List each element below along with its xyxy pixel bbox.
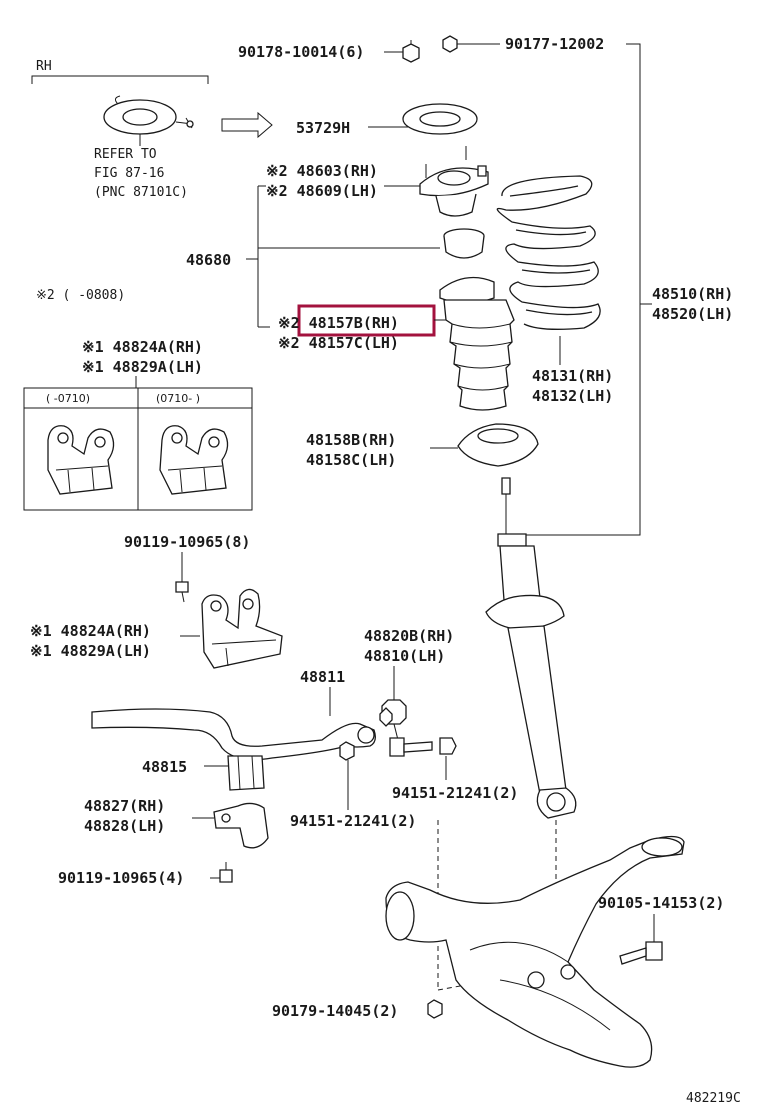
upper-support-icon	[419, 146, 489, 217]
label-90177-12002[interactable]: 90177-12002	[505, 35, 604, 53]
label-90178-10014[interactable]: 90178-10014(6)	[238, 43, 364, 61]
spring-assy-bracket-line	[526, 43, 641, 536]
label-48510-rh[interactable]: 48510(RH)	[652, 285, 733, 303]
label-48815[interactable]: 48815	[142, 758, 187, 776]
label-48680[interactable]: 48680	[186, 251, 231, 269]
label-48820b-rh[interactable]: 48820B(RH)	[364, 627, 454, 645]
shock-absorber-icon	[485, 477, 577, 819]
inset-right-label: (0710- )	[156, 392, 200, 405]
label-inset-48824a-rh[interactable]: ※1 48824A(RH)	[82, 338, 203, 356]
mid-bracket-icon	[201, 588, 283, 669]
coil-spring-icon	[496, 175, 601, 330]
refer-line-3: (PNC 87101C)	[94, 185, 188, 200]
label-94151-21241-left[interactable]: 94151-21241(2)	[290, 812, 416, 830]
refer-line-1: REFER TO	[94, 147, 157, 162]
refer-arrow-icon	[221, 111, 273, 139]
nut-link-top-icon	[379, 707, 393, 727]
bolt-mid-icon	[175, 581, 189, 603]
bump-stop-icon	[443, 228, 485, 259]
label-48609-lh[interactable]: ※2 48609(LH)	[266, 182, 378, 200]
spring-seat-icon	[457, 423, 539, 467]
inset-right-bracket-icon	[159, 425, 229, 495]
inset-box: ( -0710) (0710- )	[23, 387, 253, 511]
stabilizer-bar-icon	[91, 708, 376, 761]
bolt-bottom-icon	[219, 862, 233, 883]
label-48157c-lh[interactable]: ※2 48157C(LH)	[278, 334, 399, 352]
inset-left-label: ( -0710)	[46, 392, 90, 405]
label-48520-lh[interactable]: 48520(LH)	[652, 305, 733, 323]
label-48603-rh[interactable]: ※2 48603(RH)	[266, 162, 378, 180]
label-48811[interactable]: 48811	[300, 668, 345, 686]
figure-code: 482219C	[686, 1091, 741, 1106]
label-48158c-lh[interactable]: 48158C(LH)	[306, 451, 396, 469]
refer-line-2: FIG 87-16	[94, 166, 164, 181]
label-mid-48824a-rh[interactable]: ※1 48824A(RH)	[30, 622, 151, 640]
label-48158b-rh[interactable]: 48158B(RH)	[306, 431, 396, 449]
lower-arm-icon	[385, 835, 685, 1068]
clamp-icon	[213, 802, 269, 849]
nut-link-bottom-icon	[339, 741, 355, 761]
bellows-boot-icon	[439, 276, 515, 411]
label-90119-10965-8[interactable]: 90119-10965(8)	[124, 533, 250, 551]
label-90179-14045[interactable]: 90179-14045(2)	[272, 1002, 398, 1020]
inset-left-bracket-icon	[47, 425, 115, 495]
label-90105-14153[interactable]: 90105-14153(2)	[598, 894, 724, 912]
label-94151-21241-right[interactable]: 94151-21241(2)	[392, 784, 518, 802]
nut-top-right-icon	[442, 35, 458, 53]
label-48810-lh[interactable]: 48810(LH)	[364, 647, 445, 665]
rh-reference-group: RH REFER TO FIG 87-16 (PNC 87101C)	[31, 59, 273, 200]
label-48131-rh[interactable]: 48131(RH)	[532, 367, 613, 385]
note-mark-2: ※2 ( -0808)	[36, 288, 125, 303]
label-mid-48829a-lh[interactable]: ※1 48829A(LH)	[30, 642, 151, 660]
label-48827-rh[interactable]: 48827(RH)	[84, 797, 165, 815]
nut-top-left-icon	[402, 40, 420, 63]
rh-mount-icon	[103, 95, 194, 135]
label-48828-lh[interactable]: 48828(LH)	[84, 817, 165, 835]
label-inset-48829a-lh[interactable]: ※1 48829A(LH)	[82, 358, 203, 376]
rh-bracket-line	[31, 75, 209, 84]
label-48157b-rh[interactable]: ※2 48157B(RH)	[278, 314, 399, 332]
arm-nut-icon	[427, 999, 443, 1019]
label-53729h[interactable]: 53729H	[296, 119, 350, 137]
stabilizer-link-icon	[381, 699, 457, 757]
mount-ring-icon	[402, 103, 478, 135]
rh-box-title: RH	[36, 59, 52, 74]
arm-bolt-icon	[619, 941, 663, 965]
bushing-icon	[227, 755, 265, 791]
label-90119-10965-4[interactable]: 90119-10965(4)	[58, 869, 184, 887]
label-48132-lh[interactable]: 48132(LH)	[532, 387, 613, 405]
